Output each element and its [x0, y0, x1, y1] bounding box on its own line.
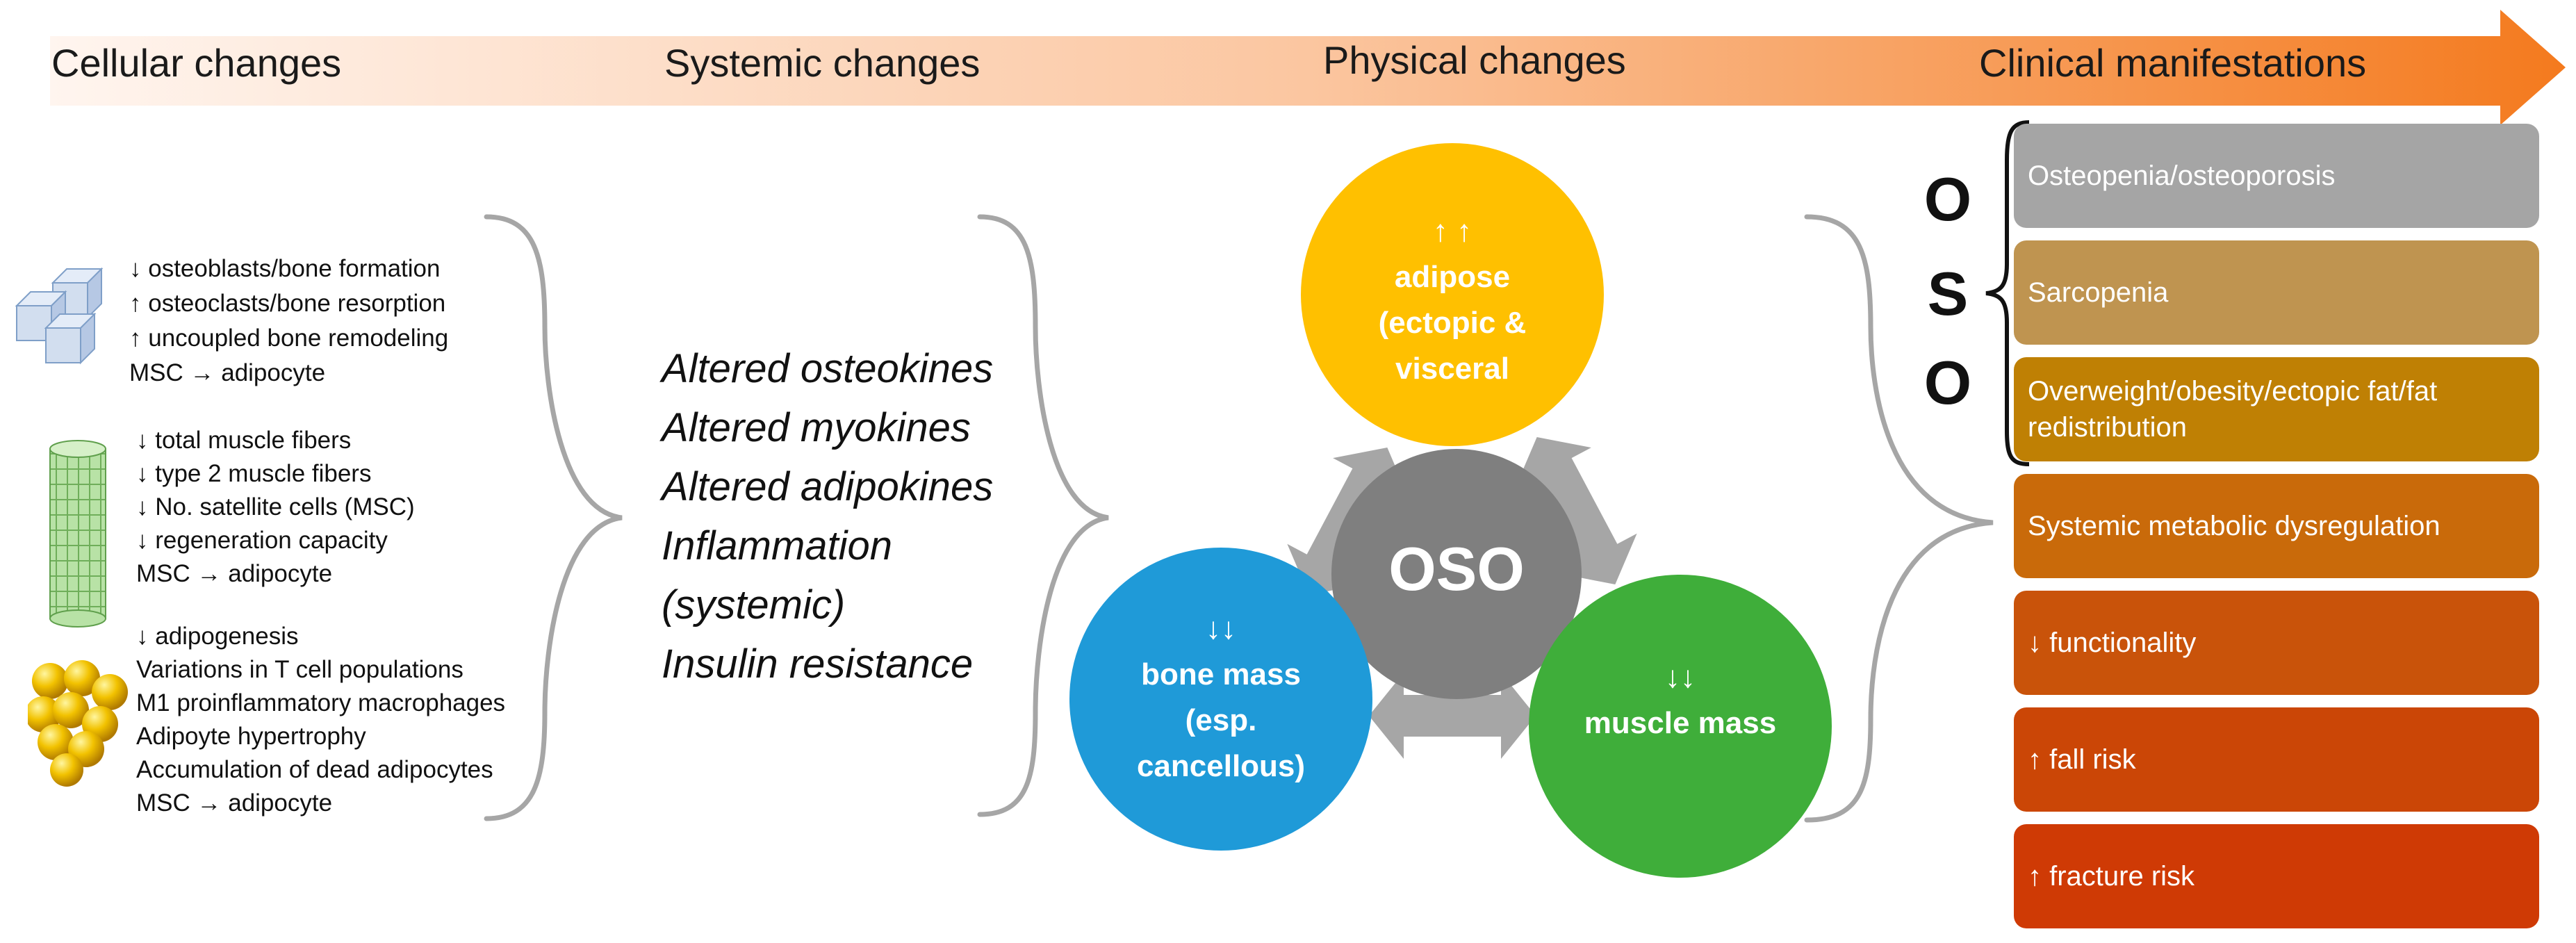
list-item: MSC → adipocyte [136, 560, 333, 587]
list-item: ↑ osteoclasts/bone resorption [129, 290, 446, 317]
list-item: ↓ total muscle fibers [136, 427, 352, 454]
bone-label: bone mass [1141, 657, 1301, 691]
list-item: ↓ regeneration capacity [136, 527, 388, 554]
list-item: Insulin resistance [662, 641, 974, 687]
oso-bracket [1985, 120, 2030, 466]
list-item: MSC → adipocyte [136, 789, 333, 817]
clinical-label: ↓ functionality [2028, 628, 2197, 658]
double-arrow-bottom [1369, 673, 1536, 759]
list-item: Adipoyte hypertrophy [136, 723, 366, 750]
clinical-label: Overweight/obesity/ectopic fat/fat [2028, 376, 2438, 407]
header-banner-arrow [50, 10, 2566, 125]
double-arrow-right [1515, 437, 1637, 584]
center-oso-label: OSO [1388, 534, 1525, 603]
list-item: Accumulation of dead adipocytes [136, 756, 493, 783]
adipose-label: adipose [1394, 260, 1511, 294]
muscle-arrows: ↓↓ [1665, 660, 1696, 694]
clinical-box-osteopenia: Osteopenia/osteoporosis [2014, 124, 2539, 228]
adipose-circle [1301, 143, 1604, 446]
brace-systemic [977, 214, 1109, 817]
clinical-label-line2: redistribution [2028, 412, 2188, 443]
bone-cellular-list: ↓ osteoblasts/bone formation ↑ osteoclas… [129, 252, 448, 391]
bone-sub2: cancellous) [1136, 749, 1306, 783]
header-systemic-changes: Systemic changes [664, 41, 981, 85]
list-item: Altered osteokines [662, 346, 994, 391]
clinical-box-functionality: ↓ functionality [2014, 591, 2539, 695]
muscle-circle-text: ↓↓ muscle mass [1562, 655, 1798, 746]
fat-cells-icon [28, 660, 128, 787]
list-item: ↓ type 2 muscle fibers [136, 460, 372, 487]
list-item: ↓ No. satellite cells (MSC) [136, 493, 415, 520]
adipose-sub1: (ectopic & [1378, 306, 1527, 340]
muscle-fibers-icon [49, 440, 106, 628]
list-item: (systemic) [662, 582, 846, 628]
systemic-changes-list: Altered osteokines Altered myokines Alte… [662, 339, 993, 694]
clinical-box-obesity: Overweight/obesity/ectopic fat/fat redis… [2014, 357, 2539, 461]
adipose-circle-text: ↑ ↑ adipose (ectopic & visceral [1341, 208, 1564, 392]
brace-cellular [484, 214, 623, 821]
list-item: M1 proinflammatory macrophages [136, 689, 506, 716]
adipose-arrows: ↑ ↑ [1432, 214, 1472, 248]
list-item: MSC → adipocyte [129, 359, 326, 386]
bone-circle-text: ↓↓ bone mass (esp. cancellous) [1110, 606, 1332, 789]
muscle-circle [1529, 575, 1832, 878]
clinical-box-sarcopenia: Sarcopenia [2014, 240, 2539, 345]
clinical-box-fall-risk: ↑ fall risk [2014, 707, 2539, 812]
list-item: Altered adipokines [662, 464, 994, 509]
clinical-label: Osteopenia/osteoporosis [2028, 161, 2336, 191]
header-physical-changes: Physical changes [1323, 38, 1626, 82]
clinical-label: ↑ fracture risk [2028, 861, 2195, 892]
bone-circle [1069, 548, 1372, 851]
list-item: ↓ osteoblasts/bone formation [129, 255, 441, 282]
bone-arrows: ↓↓ [1206, 612, 1236, 646]
brace-physical [1804, 214, 1994, 823]
oso-letter-o-top: O [1923, 165, 1972, 233]
bone-cubes-icon [15, 267, 104, 365]
muscle-label: muscle mass [1584, 706, 1777, 740]
list-item: ↓ adipogenesis [136, 623, 299, 650]
list-item: Inflammation [662, 523, 893, 568]
muscle-cellular-list: ↓ total muscle fibers ↓ type 2 muscle fi… [136, 424, 415, 591]
clinical-label: ↑ fall risk [2028, 744, 2136, 775]
bone-sub1: (esp. [1185, 703, 1257, 737]
list-item: Variations in T cell populations [136, 656, 463, 683]
header-clinical-manifestations: Clinical manifestations [1979, 41, 2367, 85]
header-cellular-changes: Cellular changes [51, 41, 342, 85]
oso-letter-o-bottom: O [1923, 348, 1972, 417]
adipose-sub2: visceral [1395, 352, 1509, 386]
list-item: ↑ uncoupled bone remodeling [129, 325, 449, 352]
center-circle [1331, 449, 1582, 699]
clinical-label: Systemic metabolic dysregulation [2028, 511, 2440, 541]
clinical-box-fracture-risk: ↑ fracture risk [2014, 824, 2539, 928]
clinical-label: Sarcopenia [2028, 277, 2169, 308]
fat-cellular-list: ↓ adipogenesis Variations in T cell popu… [136, 620, 505, 820]
oso-letter-s: S [1927, 259, 1969, 328]
clinical-box-metabolic: Systemic metabolic dysregulation [2014, 474, 2539, 578]
list-item: Altered myokines [662, 405, 971, 450]
